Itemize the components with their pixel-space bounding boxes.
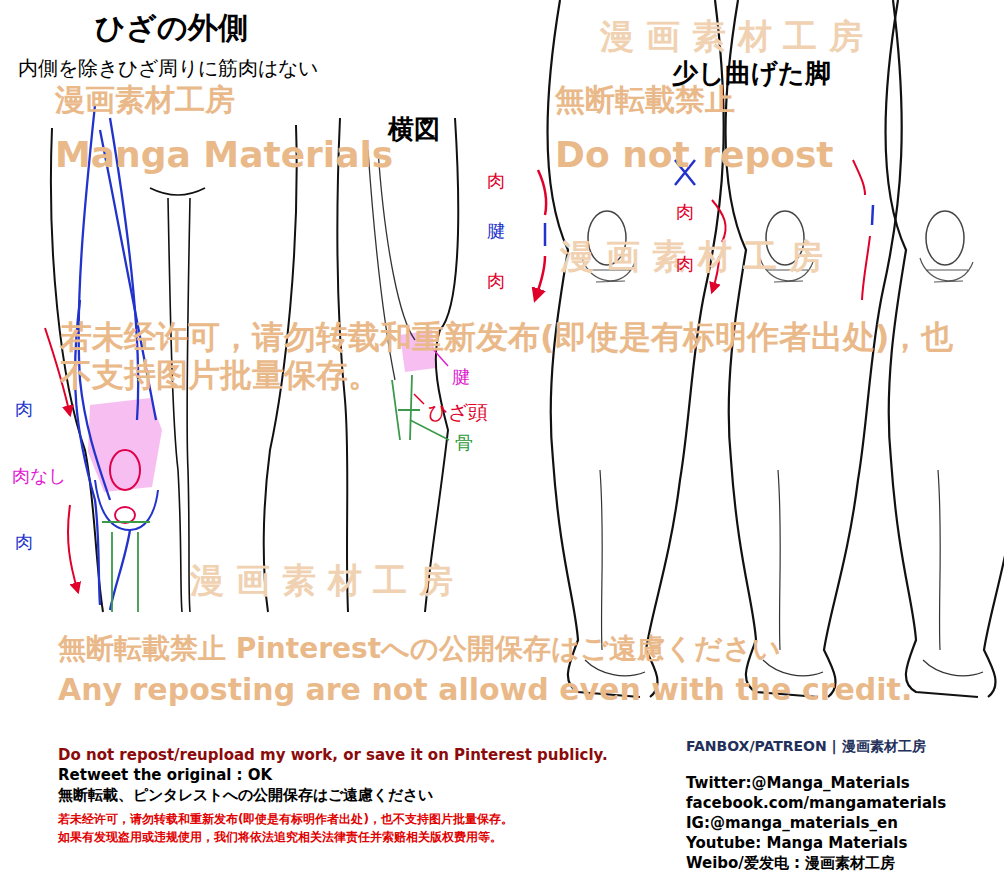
watermark: 漫画素材工房	[55, 82, 235, 118]
contact-text: Youtube: Manga Materials	[686, 834, 907, 852]
view-heading: 横図	[388, 114, 440, 145]
muscle-mark	[535, 256, 545, 300]
area-label: 腱	[487, 220, 505, 242]
no-muscle-area	[88, 398, 162, 492]
watermark: Do not repost	[555, 133, 834, 176]
watermark: Manga Materials	[55, 133, 393, 176]
bone-line	[102, 522, 150, 612]
crotch-line	[150, 188, 205, 195]
notice-text: 若未经许可，请勿转载和重新发布(即使是有标明作者出处)，也不支持图片批量保存。	[58, 812, 513, 826]
tendon-mark	[115, 507, 135, 523]
area-label: 肉	[487, 170, 505, 192]
muscle-mark	[538, 170, 546, 215]
muscle-line	[378, 150, 415, 340]
tendon-mark	[872, 205, 873, 225]
part-label: ひざ頭	[428, 400, 488, 424]
page-title: ひざの外側	[95, 10, 248, 46]
part-label: 骨	[455, 432, 473, 454]
watermark: 漫 画 素 材 工 房	[600, 16, 863, 57]
kneecap	[110, 450, 140, 490]
area-label: 肉	[676, 253, 694, 275]
muscle-mark	[853, 160, 865, 195]
muscle-mark	[862, 236, 870, 300]
subtitle: 内側を除きひざ周りに筋肉はない	[18, 56, 318, 80]
notice-text: Do not repost/reupload my work, or save …	[58, 746, 608, 764]
leader-line	[414, 394, 424, 404]
notice-text: 如果有发现盗用或违规使用，我们将依法追究相关法律责任并索赔相关版权费用等。	[58, 830, 502, 844]
part-label: 腱	[452, 366, 470, 388]
watermark: Any reposting are not allowd even with t…	[58, 672, 912, 708]
inner-contour	[168, 198, 182, 612]
muscle-mark	[712, 200, 726, 242]
tendon-mark	[544, 223, 547, 246]
watermark: 無断転載禁止 Pinterestへの公開保存はご遠慮ください	[58, 632, 781, 666]
contact-text: IG:@manga_materials_en	[686, 814, 898, 832]
bent-leg-marks	[535, 160, 873, 300]
notice-text: 無断転載、ピンタレストへの公開保存はご遠慮ください	[58, 786, 433, 804]
contact-text: facebook.com/mangamaterials	[686, 794, 946, 812]
view-heading: 少し曲げた脚	[672, 58, 831, 89]
leg-contour	[425, 118, 458, 612]
bone-line	[392, 375, 420, 440]
contact-text: Twitter:@Manga_Materials	[686, 774, 910, 792]
contact-text: Weibo/爱发电 : 漫画素材工房	[686, 854, 895, 872]
watermark: 若未经许可，请勿转载和重新发布(即使是有标明作者出处)，也不支持图片批量保存。	[60, 318, 960, 395]
area-label: 肉	[676, 201, 694, 223]
inner-contour	[187, 198, 190, 612]
watermark: 漫 画 素 材 工 房	[190, 560, 453, 601]
flow-arrow	[68, 505, 78, 592]
notice-text: Retweet the original : OK	[58, 766, 272, 784]
area-label: 肉	[487, 270, 505, 292]
contact-text: FANBOX/PATREON | 漫画素材工房	[686, 738, 926, 755]
area-label: 肉	[15, 531, 33, 553]
area-label: 肉	[15, 398, 33, 420]
muscle-line	[110, 530, 130, 610]
area-label: 肉なし	[12, 465, 66, 487]
